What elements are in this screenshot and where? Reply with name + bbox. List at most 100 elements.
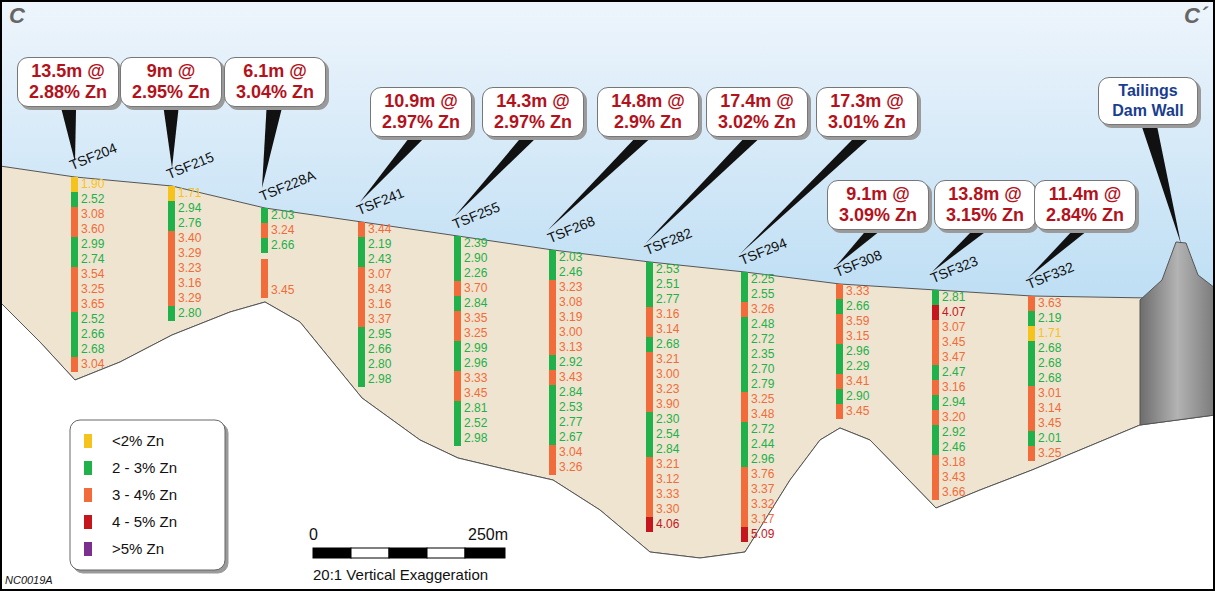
assay-value: 3.45 <box>942 335 965 350</box>
assay-value: 3.32 <box>751 497 774 512</box>
assay-value: 2.68 <box>656 337 679 352</box>
intercept-text: 17.4m @ 3.02% Zn <box>713 91 801 133</box>
assay-interval <box>358 297 365 312</box>
assay-value: 2.44 <box>751 437 774 452</box>
assay-value: 2.80 <box>368 357 391 372</box>
assay-interval <box>71 282 78 297</box>
assay-value: 2.46 <box>942 440 965 455</box>
scale-tick: 0 <box>309 526 318 544</box>
assay-value: 2.72 <box>751 332 774 347</box>
leader-pointer <box>163 103 179 168</box>
assay-value: 3.16 <box>178 276 201 291</box>
assay-interval <box>646 337 653 352</box>
assay-interval <box>454 281 461 296</box>
assay-interval <box>168 186 175 201</box>
assay-value: 2.03 <box>559 250 582 265</box>
assay-interval <box>549 430 556 445</box>
intercept-callout: 6.1m @ 3.04% Zn <box>224 57 326 107</box>
assay-interval <box>836 344 843 359</box>
section-end-label: C <box>9 3 25 29</box>
assay-interval <box>358 357 365 372</box>
assay-value: 2.70 <box>751 362 774 377</box>
assay-value: 3.21 <box>656 457 679 472</box>
assay-interval <box>836 314 843 329</box>
assay-interval <box>932 380 939 395</box>
assay-interval <box>741 437 748 452</box>
assay-interval <box>741 482 748 497</box>
assay-interval <box>454 236 461 251</box>
assay-value: 3.29 <box>178 246 201 261</box>
assay-interval <box>646 427 653 442</box>
assay-interval <box>646 442 653 457</box>
intercept-callout: 14.8m @ 2.9% Zn <box>597 87 699 137</box>
assay-value: 3.66 <box>942 485 965 500</box>
assay-value: 2.81 <box>464 401 487 416</box>
assay-value: 2.52 <box>81 312 104 327</box>
assay-interval <box>454 431 461 446</box>
assay-value: 3.65 <box>81 297 104 312</box>
assay-interval <box>741 467 748 482</box>
assay-interval <box>168 291 175 306</box>
assay-value: 3.14 <box>656 322 679 337</box>
assay-interval <box>358 327 365 342</box>
assay-value: 2.67 <box>559 430 582 445</box>
leader-pointer <box>60 103 76 162</box>
legend-text: 3 - 4% Zn <box>112 486 177 503</box>
assay-interval <box>1028 356 1035 371</box>
intercept-callout: 9.1m @ 3.09% Zn <box>827 180 929 230</box>
intercept-text: 17.3m @ 3.01% Zn <box>823 91 911 133</box>
assay-interval <box>549 280 556 295</box>
assay-value: 2.68 <box>1038 356 1061 371</box>
assay-value: 3.04 <box>81 357 104 372</box>
assay-interval <box>168 231 175 246</box>
assay-interval <box>741 422 748 437</box>
legend-text: <2% Zn <box>112 432 164 449</box>
assay-value: 3.29 <box>178 291 201 306</box>
intercept-callout: 13.8m @ 3.15% Zn <box>934 180 1036 230</box>
assay-interval <box>932 395 939 410</box>
assay-interval <box>71 297 78 312</box>
assay-value: 2.52 <box>81 192 104 207</box>
assay-interval <box>741 317 748 332</box>
assay-value: 2.74 <box>81 252 104 267</box>
intercept-text: 10.9m @ 2.97% Zn <box>377 91 465 133</box>
intercept-callout: 17.3m @ 3.01% Zn <box>816 87 918 137</box>
assay-interval <box>932 320 939 335</box>
assay-interval <box>1028 341 1035 356</box>
assay-value: 2.29 <box>846 359 869 374</box>
assay-value: 2.72 <box>751 422 774 437</box>
assay-interval <box>741 272 748 287</box>
assay-interval <box>71 327 78 342</box>
assay-value: 3.45 <box>1038 416 1061 431</box>
assay-interval <box>932 485 939 500</box>
assay-interval <box>168 306 175 321</box>
assay-value: 3.23 <box>559 280 582 295</box>
intercept-text: 11.4m @ 2.84% Zn <box>1041 184 1129 226</box>
legend-swatch <box>84 515 92 529</box>
assay-value: 3.48 <box>751 407 774 422</box>
assay-value: 2.43 <box>368 252 391 267</box>
assay-value: 3.76 <box>751 467 774 482</box>
assay-interval <box>168 276 175 291</box>
assay-value: 3.19 <box>559 310 582 325</box>
assay-interval <box>646 382 653 397</box>
assay-interval <box>646 472 653 487</box>
assay-interval <box>836 359 843 374</box>
assay-value: 2.48 <box>751 317 774 332</box>
assay-interval <box>646 277 653 292</box>
assay-value: 2.68 <box>1038 371 1061 386</box>
assay-interval <box>741 287 748 302</box>
intercept-text: 13.5m @ 2.88% Zn <box>24 61 112 103</box>
assay-interval <box>71 342 78 357</box>
assay-value: 3.70 <box>464 281 487 296</box>
assay-value: 2.66 <box>81 327 104 342</box>
assay-interval <box>932 290 939 305</box>
assay-interval <box>358 267 365 282</box>
assay-value: 2.76 <box>178 216 201 231</box>
leader-pointer <box>262 103 283 188</box>
assay-interval <box>71 237 78 252</box>
assay-value: 1.90 <box>81 177 104 192</box>
assay-value: 2.98 <box>464 431 487 446</box>
assay-value: 2.30 <box>656 412 679 427</box>
assay-interval <box>454 371 461 386</box>
